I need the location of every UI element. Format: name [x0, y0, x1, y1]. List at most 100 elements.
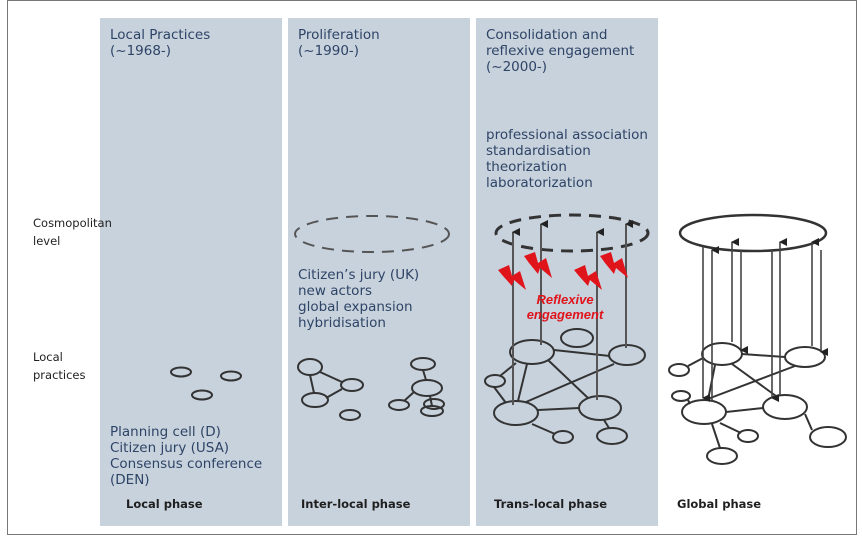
lightning-icon: [574, 265, 602, 290]
consolidation-list: professional association standardisation…: [486, 127, 648, 191]
phase-label-local: Local phase: [126, 497, 203, 511]
edge: [603, 419, 610, 429]
inter-local-network: [294, 215, 450, 421]
node: [596, 427, 628, 445]
global-network: [668, 213, 847, 465]
heading-line: (~2000-): [486, 59, 548, 75]
list-item: professional association: [486, 127, 648, 143]
list-item: Citizen jury (USA): [110, 440, 230, 456]
list-item: laboratorization: [486, 175, 593, 191]
edge: [325, 388, 343, 399]
node: [671, 390, 691, 402]
node: [668, 363, 690, 377]
heading-proliferation: Proliferation (~1990-): [298, 27, 380, 59]
node: [297, 358, 323, 376]
node: [578, 395, 622, 421]
node: [493, 400, 539, 426]
node: [301, 392, 329, 408]
edge: [403, 391, 415, 402]
cosmopolitan-ellipse: [678, 213, 828, 253]
proliferation-list: Citizen’s jury (UK) new actors global ex…: [298, 267, 419, 331]
edge: [537, 407, 580, 411]
column-local-practices: [100, 18, 282, 526]
reflexive-engagement-label: Reflexive engagement: [505, 292, 625, 322]
edge: [804, 413, 813, 431]
edge: [517, 363, 528, 402]
node: [191, 389, 213, 401]
heading-line: reflexive engagement: [486, 43, 635, 59]
cosmopolitan-ellipse-dashed: [294, 215, 450, 253]
level-label-line: level: [33, 234, 61, 248]
phase-label-global: Global phase: [677, 497, 762, 511]
phase-label-inter-local: Inter-local phase: [301, 497, 411, 511]
reflexive-label-line: engagement: [526, 307, 604, 322]
edge: [525, 363, 615, 403]
list-item: new actors: [298, 283, 373, 299]
node: [737, 429, 759, 443]
phase-label-trans-local: Trans-local phase: [494, 497, 608, 511]
edge: [531, 423, 556, 435]
node: [423, 398, 445, 410]
node: [420, 405, 444, 417]
local-practices-level-label: Local practices: [33, 348, 86, 384]
local-practices-list: Planning cell (D) Citizen jury (USA) Con…: [110, 424, 262, 488]
node: [410, 357, 436, 371]
cosmopolitan-level-label: Cosmopolitan level: [33, 214, 112, 250]
level-label-line: Local: [33, 350, 63, 364]
lightning-icon: [498, 265, 526, 290]
node: [784, 346, 826, 368]
edge: [711, 423, 721, 449]
node: [339, 409, 361, 421]
heading-line: (~1990-): [298, 43, 360, 59]
edge: [687, 357, 704, 367]
list-item: theorization: [486, 159, 567, 175]
list-item: global expansion: [298, 299, 413, 315]
heading-local-practices: Local Practices (~1968-): [110, 27, 210, 59]
node: [701, 342, 743, 366]
heading-line: Consolidation and: [486, 27, 608, 43]
list-item: hybridisation: [298, 315, 386, 331]
reflexive-lightning-bolts: [498, 252, 628, 290]
trans-local-network: [484, 213, 650, 445]
node: [509, 339, 555, 365]
list-item: standardisation: [486, 143, 591, 159]
node: [681, 399, 727, 425]
list-item: (DEN): [110, 472, 150, 488]
heading-line: (~1968-): [110, 43, 172, 59]
figure-frame: [7, 0, 857, 535]
node: [220, 370, 242, 382]
edge: [725, 407, 764, 413]
reflexive-label-line: Reflexive: [536, 292, 594, 307]
list-item: Planning cell (D): [110, 424, 221, 440]
heading-line: Proliferation: [298, 27, 380, 43]
node: [560, 328, 594, 348]
node: [706, 447, 738, 465]
node: [411, 379, 443, 397]
edge: [687, 399, 691, 405]
level-label-line: Cosmopolitan: [33, 216, 112, 230]
edge: [422, 369, 427, 381]
node: [170, 366, 192, 378]
edge: [553, 349, 611, 357]
edge: [547, 359, 589, 399]
edge: [493, 386, 507, 404]
lightning-icon: [524, 252, 552, 278]
heading-consolidation: Consolidation and reflexive engagement (…: [486, 27, 634, 75]
edge: [741, 353, 786, 358]
edge: [429, 395, 433, 407]
local-phase-network: [170, 366, 242, 401]
node: [762, 394, 808, 420]
lightning-icon: [600, 252, 628, 278]
node: [484, 374, 506, 388]
list-item: Consensus conference: [110, 456, 263, 472]
node: [809, 426, 847, 448]
global-arrows: [702, 238, 828, 402]
cosmopolitan-ellipse-dashed: [494, 213, 650, 253]
edge: [719, 422, 742, 434]
level-label-line: practices: [33, 368, 86, 382]
edge: [309, 374, 315, 394]
node: [340, 378, 364, 392]
node: [388, 399, 410, 411]
column-proliferation: [288, 18, 470, 526]
